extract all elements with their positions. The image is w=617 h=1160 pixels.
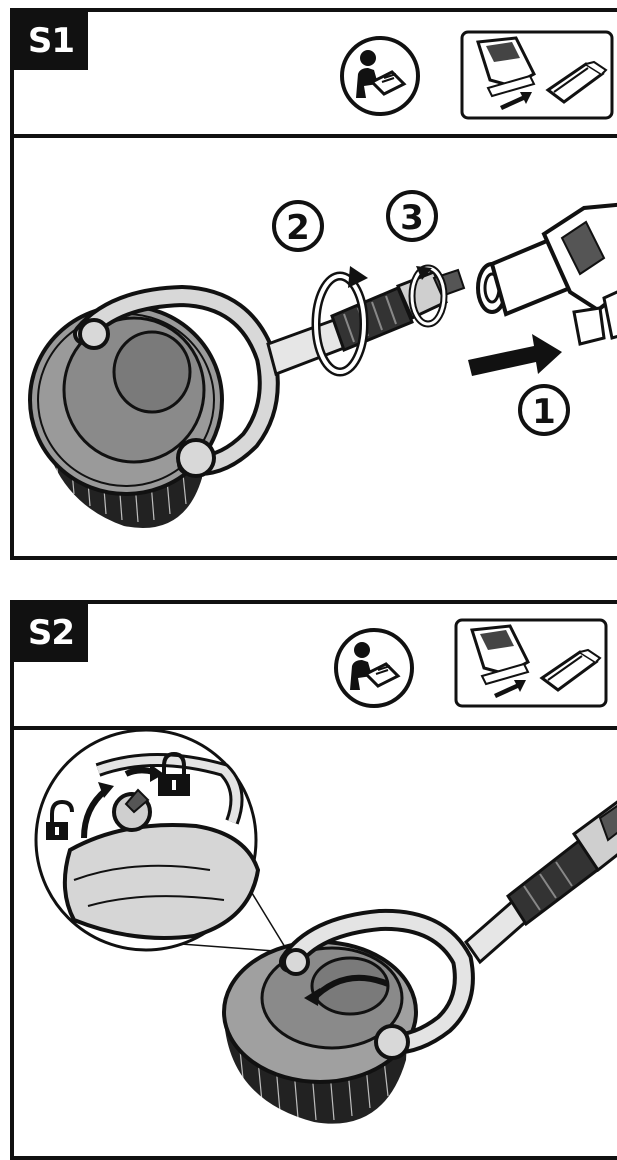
illustration-attach-brush: 2 3 1 — [14, 138, 617, 556]
battery-insert-icon — [454, 618, 617, 710]
svg-text:2: 2 — [286, 208, 310, 248]
battery-insert-icon — [460, 30, 617, 122]
brush-head — [224, 942, 416, 1082]
brush-shaft — [466, 800, 617, 962]
panel-header: S2 — [14, 604, 617, 730]
step-label: S2 — [14, 604, 88, 662]
detail-magnifier — [36, 730, 288, 952]
step-panel-s2: S2 — [10, 600, 617, 1160]
illustration-lock-brush — [14, 730, 617, 1156]
panel-header: S1 — [14, 12, 617, 138]
read-manual-icon — [338, 34, 422, 118]
read-manual-icon — [332, 626, 416, 710]
callout-1: 1 — [520, 386, 568, 434]
callout-3: 3 — [388, 192, 436, 240]
push-arrow — [468, 334, 562, 376]
spray-gun — [478, 204, 617, 344]
svg-text:1: 1 — [532, 392, 556, 432]
svg-text:3: 3 — [400, 198, 424, 238]
step-panel-s1: S1 — [10, 8, 617, 560]
step-label: S1 — [14, 12, 88, 70]
callout-2: 2 — [274, 202, 322, 250]
